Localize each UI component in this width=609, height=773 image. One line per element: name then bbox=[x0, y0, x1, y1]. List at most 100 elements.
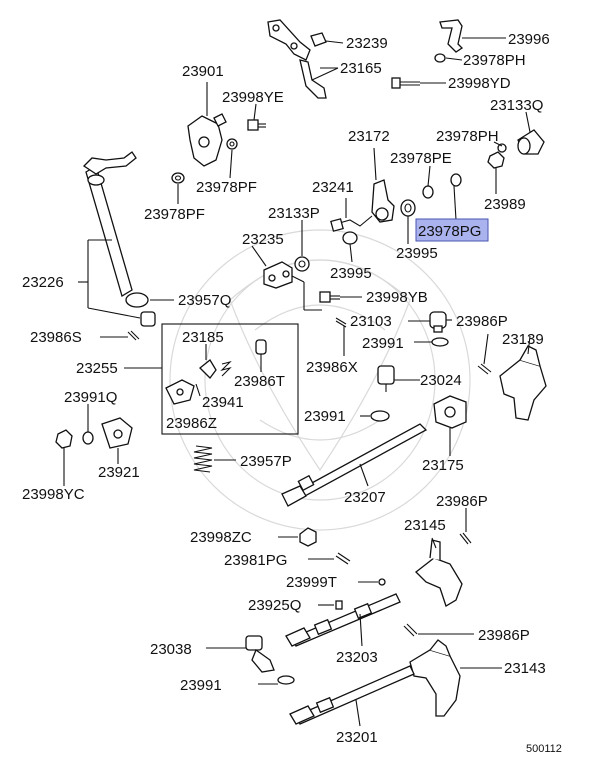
part-23991Q-washer[interactable] bbox=[82, 431, 94, 445]
part-23998YB-bolt[interactable] bbox=[319, 291, 340, 303]
label-23986Z[interactable]: 23986Z bbox=[166, 415, 217, 432]
label-23143[interactable]: 23143 bbox=[504, 660, 546, 677]
label-23226[interactable]: 23226 bbox=[22, 274, 64, 291]
part-23024-switch[interactable] bbox=[377, 365, 395, 392]
label-23941[interactable]: 23941 bbox=[202, 394, 244, 411]
part-23986P-pin-a[interactable] bbox=[477, 363, 492, 375]
part-23978PF-washer-b[interactable] bbox=[171, 172, 185, 184]
label-23235[interactable]: 23235 bbox=[242, 231, 284, 248]
label-23996[interactable]: 23996 bbox=[508, 31, 550, 48]
part-23996-bracket[interactable] bbox=[439, 19, 464, 53]
part-23165-lever[interactable] bbox=[299, 59, 339, 99]
label-23024[interactable]: 23024 bbox=[420, 372, 462, 389]
label-23103[interactable]: 23103 bbox=[350, 313, 392, 330]
part-23901-block[interactable] bbox=[187, 113, 227, 167]
part-23991-gasket-b[interactable] bbox=[370, 410, 390, 422]
label-23998YD[interactable]: 23998YD bbox=[448, 75, 511, 92]
part-23133P-seal[interactable] bbox=[294, 256, 310, 272]
part-23998ZC-nut[interactable] bbox=[299, 527, 317, 547]
part-23925Q-pin[interactable] bbox=[335, 600, 343, 610]
part-23986S-pin[interactable] bbox=[127, 330, 140, 341]
part-23207-rail[interactable] bbox=[281, 423, 428, 507]
part-23239-clip[interactable] bbox=[310, 32, 327, 47]
label-23989[interactable]: 23989 bbox=[484, 196, 526, 213]
label-23998YE[interactable]: 23998YE bbox=[222, 89, 284, 106]
label-23978PF-a[interactable]: 23978PF bbox=[196, 179, 257, 196]
label-23998YB[interactable]: 23998YB bbox=[366, 289, 428, 306]
label-23978PH-a[interactable]: 23978PH bbox=[463, 52, 526, 69]
part-23941-spring[interactable] bbox=[220, 360, 232, 377]
label-23901[interactable]: 23901 bbox=[182, 63, 224, 80]
label-23995-b[interactable]: 23995 bbox=[330, 265, 372, 282]
part-23986Z-bracket[interactable] bbox=[165, 379, 195, 405]
label-23038[interactable]: 23038 bbox=[150, 641, 192, 658]
label-23986S[interactable]: 23986S bbox=[30, 329, 82, 346]
label-23133P[interactable]: 23133P bbox=[268, 205, 320, 222]
part-23241-spring[interactable] bbox=[330, 215, 373, 232]
part-23203-rail[interactable] bbox=[285, 593, 401, 647]
part-23989-nut[interactable] bbox=[487, 151, 505, 169]
part-23998YE-bolt[interactable] bbox=[247, 119, 266, 131]
label-23995-a[interactable]: 23995 bbox=[396, 245, 438, 262]
label-23978PF-b[interactable]: 23978PF bbox=[144, 206, 205, 223]
part-23978PH-nut-top[interactable] bbox=[434, 53, 446, 63]
part-23986P-pin-b[interactable] bbox=[459, 532, 472, 545]
part-23145-fork[interactable] bbox=[415, 539, 463, 607]
part-23986T-pin[interactable] bbox=[255, 339, 267, 364]
label-23978PH-b[interactable]: 23978PH bbox=[436, 128, 499, 145]
part-23995-seal-b[interactable] bbox=[342, 231, 358, 245]
label-23991-a[interactable]: 23991 bbox=[362, 335, 404, 352]
label-23957P[interactable]: 23957P bbox=[240, 453, 292, 470]
part-23991-gasket-c[interactable] bbox=[277, 675, 295, 685]
label-23986X[interactable]: 23986X bbox=[306, 359, 358, 376]
label-23986P-a[interactable]: 23986P bbox=[456, 313, 508, 330]
part-23999T-ball[interactable] bbox=[378, 578, 386, 586]
label-23241[interactable]: 23241 bbox=[312, 179, 354, 196]
label-23991Q[interactable]: 23991Q bbox=[64, 389, 117, 406]
label-23175[interactable]: 23175 bbox=[422, 457, 464, 474]
label-23255[interactable]: 23255 bbox=[76, 360, 118, 377]
label-23133Q[interactable]: 23133Q bbox=[490, 97, 543, 114]
label-23991-b[interactable]: 23991 bbox=[304, 408, 346, 425]
part-23978PF-washer-a[interactable] bbox=[226, 138, 238, 150]
label-23998YC[interactable]: 23998YC bbox=[22, 486, 85, 503]
part-23226-shaft[interactable] bbox=[82, 151, 156, 327]
part-23201-rail[interactable] bbox=[289, 665, 415, 725]
part-23986X-pin[interactable] bbox=[335, 317, 347, 328]
label-23925Q[interactable]: 23925Q bbox=[248, 597, 301, 614]
label-23998ZC[interactable]: 23998ZC bbox=[190, 529, 252, 546]
label-23978PE[interactable]: 23978PE bbox=[390, 150, 452, 167]
label-23999T[interactable]: 23999T bbox=[286, 574, 337, 591]
part-23239-bracket[interactable] bbox=[267, 19, 311, 61]
part-23986P-pin-c[interactable] bbox=[403, 623, 418, 637]
part-23995-seal-a[interactable] bbox=[400, 199, 416, 217]
label-23172[interactable]: 23172 bbox=[348, 128, 390, 145]
label-23981PG[interactable]: 23981PG bbox=[224, 552, 287, 569]
part-23978PE-washer[interactable] bbox=[422, 173, 462, 199]
label-23165[interactable]: 23165 bbox=[340, 60, 382, 77]
label-23139[interactable]: 23139 bbox=[502, 331, 544, 348]
label-23986T[interactable]: 23986T bbox=[234, 373, 285, 390]
part-23235-bracket[interactable] bbox=[263, 261, 293, 289]
part-23143-fork[interactable] bbox=[409, 639, 461, 717]
part-23139-fork[interactable] bbox=[499, 345, 547, 421]
label-23185[interactable]: 23185 bbox=[182, 329, 224, 346]
part-23981PG-pin[interactable] bbox=[335, 552, 351, 565]
part-23185-detent[interactable] bbox=[199, 359, 217, 379]
part-23978PH-washer[interactable] bbox=[497, 143, 507, 153]
label-23207[interactable]: 23207 bbox=[344, 489, 386, 506]
label-23991-c[interactable]: 23991 bbox=[180, 677, 222, 694]
part-23957P-spring[interactable] bbox=[193, 445, 213, 473]
part-23921-clip[interactable] bbox=[101, 417, 133, 449]
part-23103-plug[interactable] bbox=[429, 311, 447, 333]
label-23145[interactable]: 23145 bbox=[404, 517, 446, 534]
label-23239[interactable]: 23239 bbox=[346, 35, 388, 52]
label-23203[interactable]: 23203 bbox=[336, 649, 378, 666]
part-23998YD-bolt[interactable] bbox=[391, 77, 420, 89]
part-23998YC-bolt[interactable] bbox=[55, 429, 73, 449]
label-23921[interactable]: 23921 bbox=[98, 464, 140, 481]
part-23991-gasket-a[interactable] bbox=[431, 337, 449, 347]
label-23978PG[interactable]: 23978PG bbox=[418, 223, 481, 240]
label-23957Q[interactable]: 23957Q bbox=[178, 292, 231, 309]
label-23201[interactable]: 23201 bbox=[336, 729, 378, 746]
